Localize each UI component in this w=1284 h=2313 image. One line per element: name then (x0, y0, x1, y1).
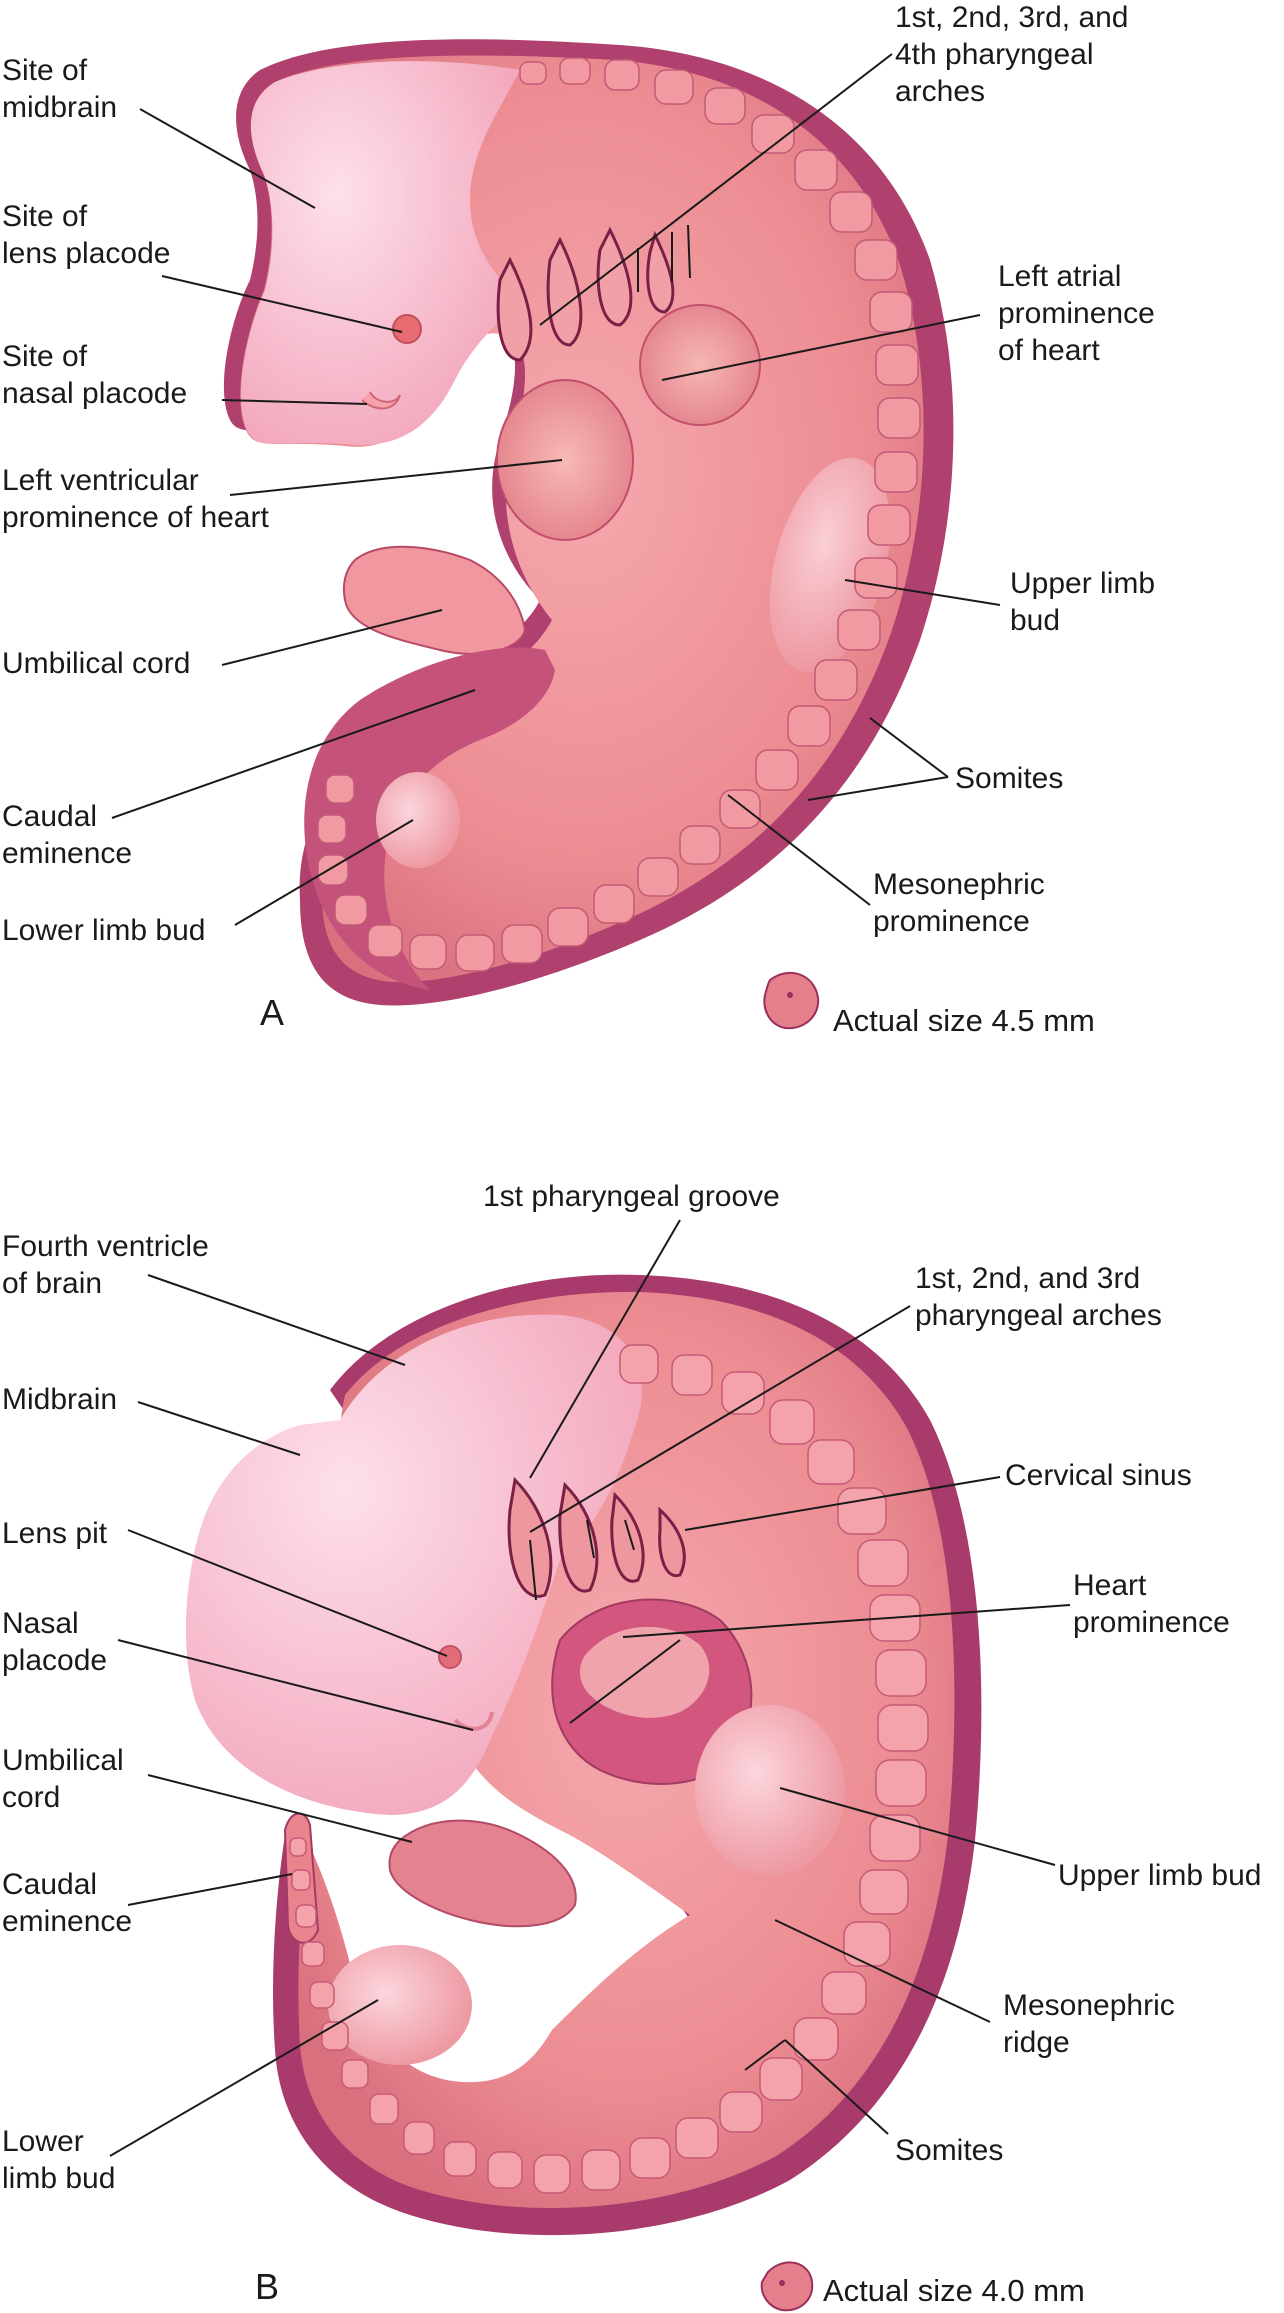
actual-size-note-b: Actual size 4.0 mm (823, 2273, 1085, 2308)
embryo-b-lower-limb-bud (328, 1945, 472, 2065)
embryo-b-pharyngeal-arches (507, 1476, 686, 1598)
label-first-pharyngeal-groove: 1st pharyngeal groove (483, 1180, 780, 1213)
label-site-midbrain: Site of midbrain (2, 54, 118, 124)
embryo-a-umbilical-cord (342, 545, 527, 655)
label-somites-b: Somites (895, 2134, 1004, 2167)
actual-size-icon-a (763, 971, 820, 1030)
label-mesonephric-ridge: Mesonephric ridge (1003, 1989, 1175, 2059)
embryo-b-head (185, 1314, 642, 1815)
label-pharyngeal-arches-b: 1st, 2nd, and 3rd pharyngeal arches (915, 1262, 1162, 1332)
embryo-b-lens-pit (438, 1645, 462, 1669)
label-cervical-sinus: Cervical sinus (1005, 1459, 1192, 1492)
embryo-a-ventricle (496, 379, 634, 541)
embryo-b-somites (289, 1344, 929, 2194)
label-caudal-eminence-b: Caudal eminence (2, 1868, 133, 1938)
actual-size-note-a: Actual size 4.5 mm (833, 1003, 1095, 1038)
label-left-atrial-prominence: Left atrial prominence of heart (998, 260, 1155, 367)
embryo-a-nasal-placode (361, 391, 401, 410)
label-umbilical-cord-a: Umbilical cord (2, 647, 191, 680)
label-umbilical-cord-b: Umbilical cord (2, 1744, 124, 1814)
label-site-nasal-placode: Site of nasal placode (2, 340, 188, 410)
embryo-a-atrium (639, 304, 761, 426)
label-left-ventricular-prominence: Left ventricular prominence of heart (2, 464, 269, 534)
embryo-b-nasal-placode (453, 1711, 494, 1731)
label-midbrain: Midbrain (2, 1383, 118, 1416)
embryo-b (185, 1274, 982, 2236)
embryo-a-lower-limb-bud (376, 772, 460, 868)
panel-letter-b: B (255, 2266, 280, 2307)
embryo-a (223, 39, 954, 1006)
panel-letter-a: A (260, 992, 285, 1033)
label-lower-limb-bud-b: Lower limb bud (2, 2125, 116, 2195)
embryo-a-somites (317, 57, 921, 972)
label-upper-limb-bud-a: Upper limb bud (1010, 567, 1156, 637)
embryo-b-umbilical-cord (388, 1819, 577, 1928)
label-site-lens-placode: Site of lens placode (2, 200, 171, 270)
label-heart-prominence: Heart prominence (1073, 1569, 1230, 1639)
label-upper-limb-bud-b: Upper limb bud (1058, 1859, 1262, 1892)
label-pharyngeal-arches-a: 1st, 2nd, 3rd, and 4th pharyngeal arches (895, 1, 1129, 108)
leaders-a (111, 53, 1001, 926)
label-fourth-ventricle: Fourth ventricle of brain (2, 1230, 209, 1300)
embryo-a-lens-placode (392, 314, 422, 344)
label-mesonephric-prominence: Mesonephric prominence (873, 868, 1045, 938)
leaders-b (109, 1219, 1071, 2157)
label-lens-pit: Lens pit (2, 1517, 108, 1550)
embryo-a-head (240, 61, 520, 446)
label-somites-a: Somites (955, 762, 1064, 795)
embryo-a-pharyngeal-arches (496, 226, 675, 362)
label-caudal-eminence-a: Caudal eminence (2, 800, 133, 870)
embryo-b-upper-limb-bud (695, 1705, 845, 1875)
label-lower-limb-bud-a: Lower limb bud (2, 914, 206, 947)
label-nasal-placode: Nasal placode (2, 1607, 108, 1677)
actual-size-icon-b (760, 2261, 814, 2312)
